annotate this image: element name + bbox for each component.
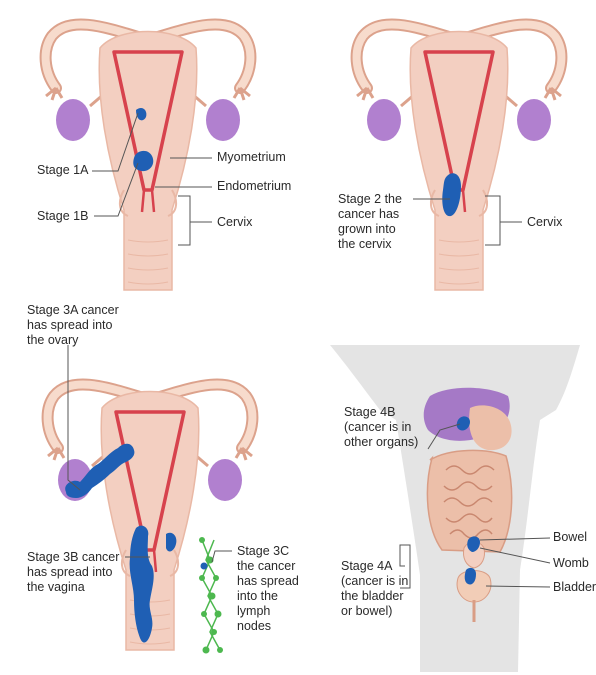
body-panel-stage-4 xyxy=(330,345,580,672)
label-cervix-left: Cervix xyxy=(217,215,252,230)
label-stage-3c: Stage 3C the cancer has spread into the … xyxy=(237,544,299,634)
label-stage-1a: Stage 1A xyxy=(37,163,88,178)
uterus-panel-stage-3 xyxy=(48,384,253,653)
label-endometrium: Endometrium xyxy=(217,179,291,194)
label-bowel: Bowel xyxy=(553,530,587,545)
lymph-node-chain xyxy=(199,537,223,654)
label-myometrium: Myometrium xyxy=(217,150,286,165)
label-stage-3a: Stage 3A cancer has spread into the ovar… xyxy=(27,303,119,348)
label-bladder: Bladder xyxy=(553,580,596,595)
label-stage-1b: Stage 1B xyxy=(37,209,88,224)
label-stage-4a: Stage 4A (cancer is in the bladder or bo… xyxy=(341,559,408,619)
label-stage-4b: Stage 4B (cancer is in other organs) xyxy=(344,405,418,450)
label-stage-2: Stage 2 the cancer has grown into the ce… xyxy=(338,192,402,252)
label-stage-3b: Stage 3B cancer has spread into the vagi… xyxy=(27,550,119,595)
large-bowel xyxy=(427,450,511,552)
label-womb: Womb xyxy=(553,556,589,571)
label-cervix-right: Cervix xyxy=(527,215,562,230)
